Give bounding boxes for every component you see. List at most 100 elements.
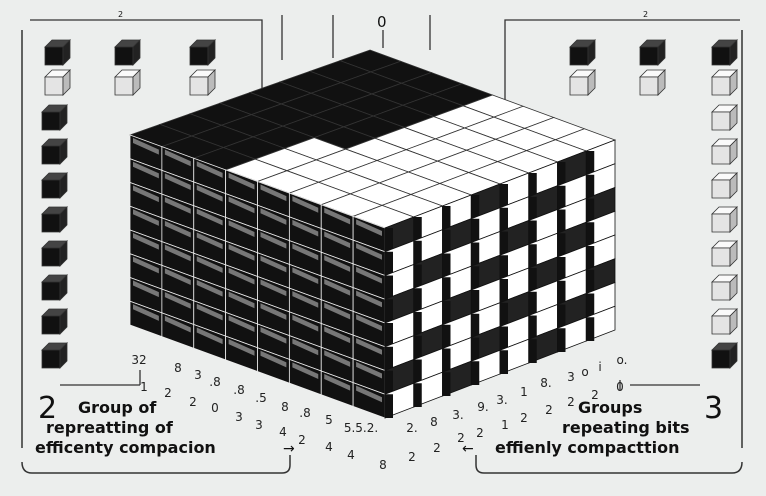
left-face-highlight xyxy=(196,303,223,321)
cube-icon-front xyxy=(639,46,659,66)
scatter-number: 2 xyxy=(298,433,306,447)
right-face-shadow xyxy=(528,268,537,292)
scatter-number: .5 xyxy=(255,391,267,405)
left-face-highlight xyxy=(228,172,255,190)
scatter-number: 2 xyxy=(545,403,553,417)
left-face-highlight xyxy=(324,302,351,320)
cube-icon-side xyxy=(59,240,68,267)
left-face-highlight xyxy=(133,233,159,250)
right-face-shadow xyxy=(413,383,422,407)
cube-icon-front xyxy=(711,315,731,335)
right-face-shadow xyxy=(471,195,480,219)
cube-icon-front xyxy=(114,76,134,96)
scatter-number: 8 xyxy=(281,400,289,414)
cube-icon-side xyxy=(729,240,738,267)
left-face-highlight xyxy=(196,256,223,273)
scatter-number: 2. xyxy=(406,421,418,435)
right-face-shadow xyxy=(471,290,480,314)
right-face-shadow xyxy=(557,162,566,186)
right-face-shadow xyxy=(413,335,422,360)
left-face-highlight xyxy=(228,220,255,237)
left-face-highlight xyxy=(196,185,223,202)
right-face-shadow xyxy=(442,253,451,278)
scatter-number: 3 xyxy=(194,368,202,382)
right-face-shadow xyxy=(413,264,422,289)
right-face-shadow xyxy=(557,328,566,352)
cube-icon-side xyxy=(657,39,666,66)
scatter-number: 2 xyxy=(164,386,172,400)
right-face-shadow xyxy=(385,346,393,371)
right-face-shadow xyxy=(586,246,595,270)
right-face-shadow xyxy=(500,255,508,279)
right-bracket xyxy=(475,30,743,474)
scatter-number: 2 xyxy=(433,441,441,455)
right-face-shadow xyxy=(385,370,393,395)
left-face-highlight xyxy=(164,244,191,262)
right-face-shadow xyxy=(557,209,566,234)
left-face-highlight xyxy=(260,303,287,320)
left-face-highlight xyxy=(196,327,223,345)
left-face-highlight xyxy=(356,266,382,284)
scatter-number: .8 xyxy=(209,375,221,389)
right-face-shadow xyxy=(586,317,595,341)
right-face-shadow xyxy=(413,240,422,265)
cube-icon-side xyxy=(729,69,738,96)
left-face-highlight xyxy=(260,208,287,225)
left-face-highlight xyxy=(292,243,319,261)
right-face-shadow xyxy=(528,315,537,340)
right-face-shadow xyxy=(413,359,422,384)
scatter-number: 8. xyxy=(540,376,552,390)
right-face-shadow xyxy=(442,372,451,396)
cube-icon-front xyxy=(711,349,731,369)
cube-icon-front xyxy=(711,111,731,131)
left-face-highlight xyxy=(133,280,159,298)
left-face-highlight xyxy=(292,196,319,213)
scatter-number: 1 xyxy=(501,418,509,432)
left-caption-line3: efficenty compacion xyxy=(35,438,216,457)
right-face-shadow xyxy=(442,348,451,373)
right-face-shadow xyxy=(557,257,566,281)
left-face-highlight xyxy=(260,279,287,297)
right-face-shadow xyxy=(385,323,393,347)
scatter-number: 5.5.2. xyxy=(343,421,379,435)
right-face-shadow xyxy=(385,275,393,300)
scatter-number: 3 xyxy=(255,418,263,432)
cube-icon-front xyxy=(569,46,589,66)
scatter-number: 9. xyxy=(477,400,489,414)
right-caption-line2: repeating bits xyxy=(562,418,690,437)
right-face-shadow xyxy=(586,293,595,318)
cube-icon-side xyxy=(729,39,738,66)
left-bracket xyxy=(21,30,291,474)
guide-lines xyxy=(30,15,740,390)
cube-icon-side xyxy=(207,39,216,66)
right-face-shadow xyxy=(471,218,480,243)
left-face-highlight xyxy=(324,326,351,344)
left-face-highlight xyxy=(324,207,351,225)
right-face-shadow xyxy=(500,207,508,232)
left-face-highlight xyxy=(164,173,191,190)
cube-icon-front xyxy=(711,145,731,165)
left-face-highlight xyxy=(356,219,382,236)
scatter-number: 2 xyxy=(189,395,197,409)
left-face-highlight xyxy=(164,315,191,333)
scatter-number: 2 xyxy=(520,411,528,425)
cube-icon-front xyxy=(41,315,61,335)
scatter-number: 5 xyxy=(325,413,333,427)
right-face-shadow xyxy=(586,198,595,223)
right-face-shadow xyxy=(557,185,566,210)
left-face-highlight xyxy=(324,255,351,272)
right-face-shadow xyxy=(385,299,393,323)
scatter-number: 2 xyxy=(591,388,599,402)
scatter-number: 1 xyxy=(140,380,148,394)
right-caption-line1: Groups xyxy=(578,398,643,417)
left-face-highlight xyxy=(164,268,191,285)
cube-icon-side xyxy=(59,342,68,369)
left-face-highlight xyxy=(228,196,255,214)
cube-icon-side xyxy=(729,206,738,233)
left-face-highlight xyxy=(133,209,159,226)
left-arrow-icon: ← xyxy=(462,441,474,457)
right-face-shadow xyxy=(586,269,595,294)
left-face-highlight xyxy=(196,280,223,297)
cube-icon-side xyxy=(729,138,738,165)
